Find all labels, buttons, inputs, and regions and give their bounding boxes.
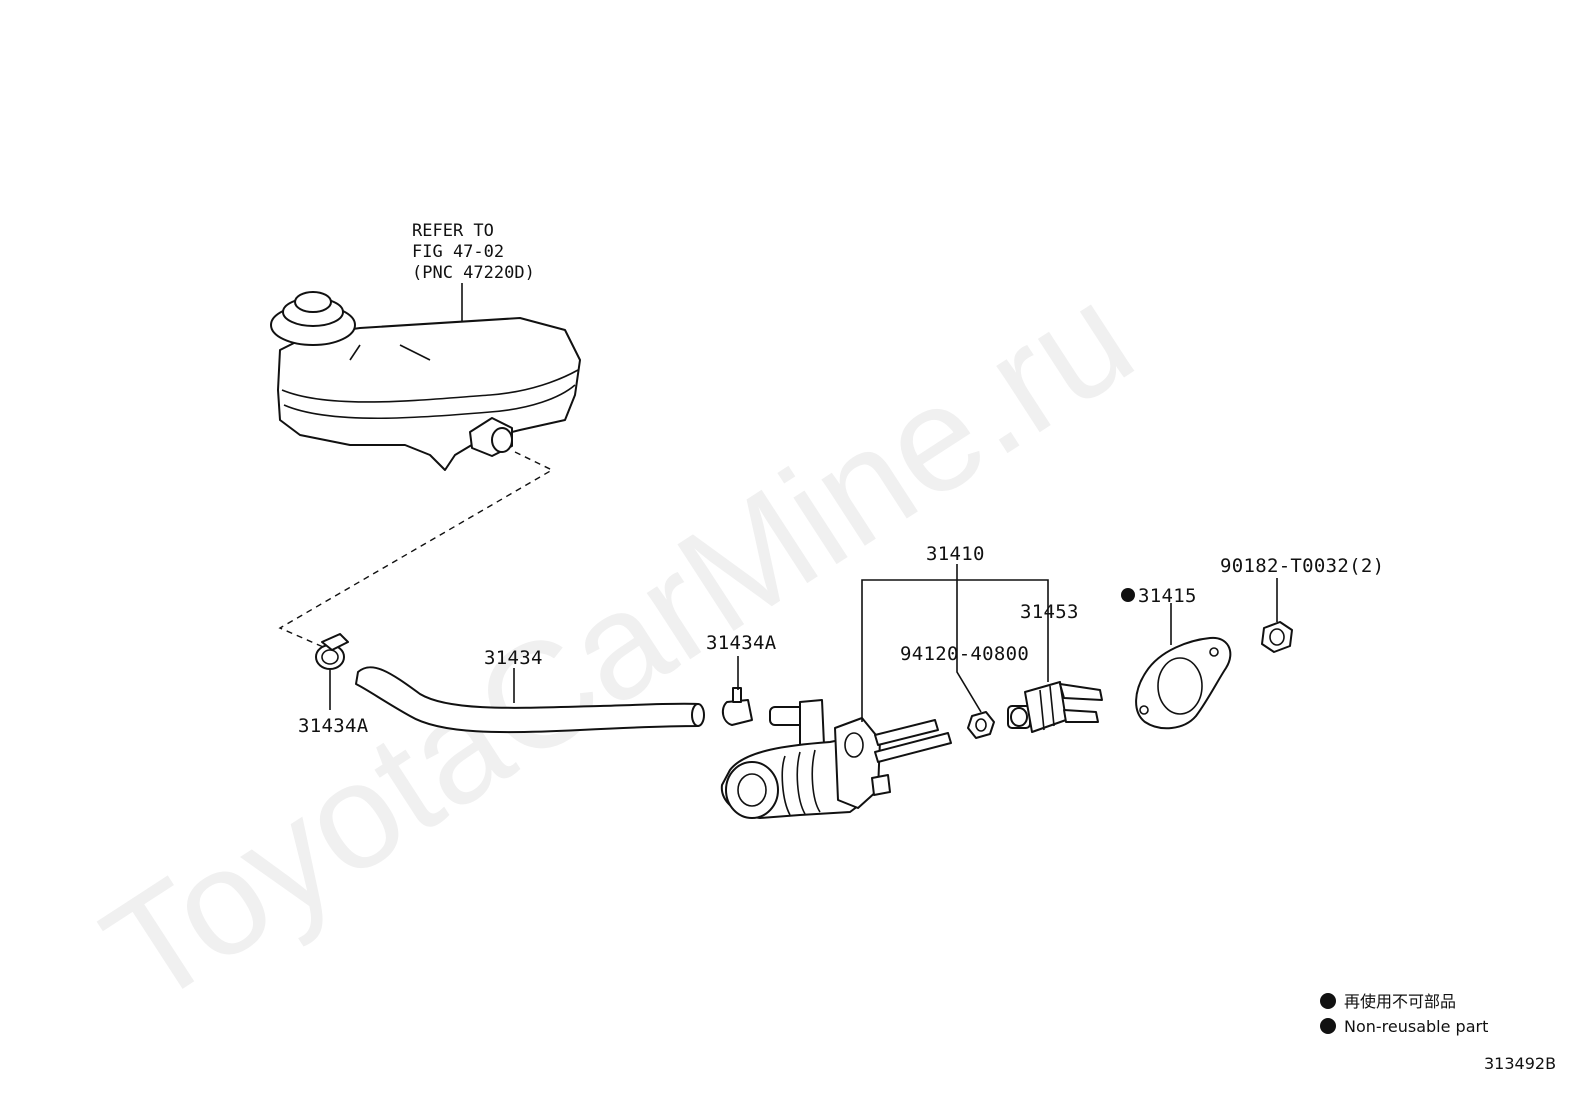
label-31434a-right: 31434A: [706, 632, 777, 654]
nut-90182-t0032: [1261, 621, 1293, 653]
reference-line-1: REFER TO: [412, 221, 494, 241]
clip-31434a-right: [721, 687, 753, 726]
push-rod-clevis-31453: [1007, 681, 1103, 733]
clip-31434a-left: [315, 633, 349, 670]
label-31434: 31434: [484, 647, 543, 669]
routing-dashed-line: [278, 451, 554, 651]
label-31434a-left: 31434A: [298, 715, 369, 737]
legend-marker-jp: [1320, 993, 1336, 1009]
legend-english: Non-reusable part: [1344, 1017, 1488, 1036]
gasket-31415: [1135, 636, 1232, 730]
nut-94120-40800: [967, 711, 995, 739]
reference-line-2: FIG 47-02: [412, 242, 504, 262]
reservoir-tank: [270, 291, 581, 471]
legend-japanese: 再使用不可部品: [1344, 992, 1456, 1011]
hose-31434: [355, 666, 705, 734]
label-90182-t0032: 90182-T0032(2): [1220, 555, 1384, 577]
leader-94120: [956, 580, 982, 713]
label-31453: 31453: [1020, 601, 1079, 623]
label-31415: 31415: [1138, 585, 1197, 607]
clutch-master-cylinder: [720, 699, 952, 819]
legend-marker-en: [1320, 1018, 1336, 1034]
label-31410: 31410: [926, 543, 985, 565]
figure-id: 313492B: [1484, 1054, 1556, 1073]
reference-line-3: (PNC 47220D): [412, 263, 535, 283]
non-reusable-marker-31415: [1121, 588, 1135, 602]
label-94120-40800: 94120-40800: [900, 643, 1029, 665]
bracket-31410: [861, 564, 1049, 722]
